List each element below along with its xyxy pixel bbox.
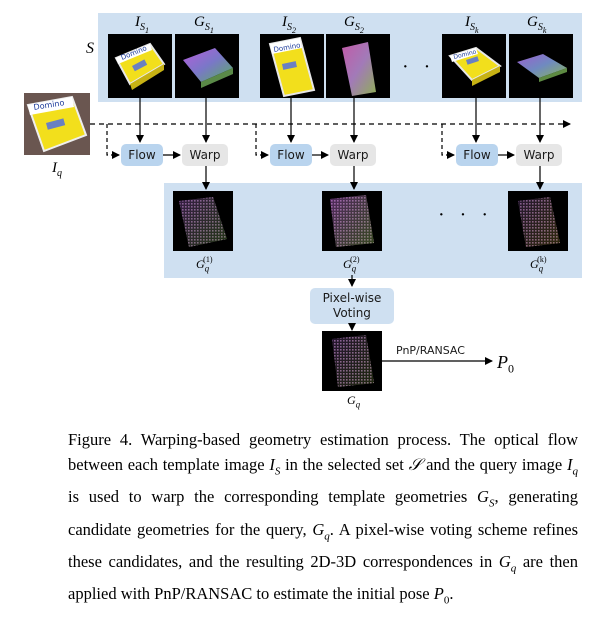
candidate-geometry-2 — [322, 191, 382, 251]
template-image-k: Domino — [442, 34, 506, 98]
candidate-geometry-k — [508, 191, 568, 251]
candidate-label-k: Gq(k) — [530, 255, 547, 274]
template-geometry-label-1: GS1 — [194, 14, 214, 35]
pixel-wise-voting-node: Pixel-wise Voting — [310, 288, 394, 324]
warp-node-2: Warp — [330, 144, 376, 166]
template-set-label: S — [86, 40, 94, 57]
template-geometry-1 — [175, 34, 239, 98]
initial-pose-label: P0 — [497, 352, 514, 376]
flow-arrows — [90, 98, 571, 365]
query-image-label: Iq — [52, 160, 62, 179]
query-image: Domino — [24, 93, 90, 155]
candidate-ellipsis: · · · — [438, 204, 493, 226]
candidate-label-2: Gq(2) — [343, 255, 360, 274]
template-image-1: Domino — [108, 34, 172, 98]
final-geometry — [322, 331, 382, 391]
caption-figure-number: Figure 4. — [68, 430, 133, 449]
pnp-ransac-label: PnP/RANSAC — [396, 344, 465, 357]
final-geometry-label: Gq — [347, 393, 361, 410]
flow-node-k: Flow — [456, 144, 498, 166]
candidate-geometry-1 — [173, 191, 233, 251]
template-image-label-k: ISk — [465, 14, 479, 35]
template-geometry-label-k: GSk — [527, 14, 547, 35]
template-ellipsis: · · · — [402, 56, 457, 78]
figure-caption: Figure 4. Warping-based geometry estimat… — [68, 427, 578, 613]
template-geometry-label-2: GS2 — [344, 14, 364, 35]
flow-node-1: Flow — [121, 144, 163, 166]
warp-node-1: Warp — [182, 144, 228, 166]
caption-body: Warping-based geometry estimation proces… — [68, 430, 578, 607]
template-geometry-2 — [326, 34, 390, 98]
candidate-label-1: Gq(1) — [196, 255, 213, 274]
template-image-label-1: IS1 — [135, 14, 149, 35]
template-geometry-k — [509, 34, 573, 98]
template-image-label-2: IS2 — [282, 14, 296, 35]
template-image-2: Domino — [260, 34, 324, 98]
flow-node-2: Flow — [270, 144, 312, 166]
warp-node-k: Warp — [516, 144, 562, 166]
